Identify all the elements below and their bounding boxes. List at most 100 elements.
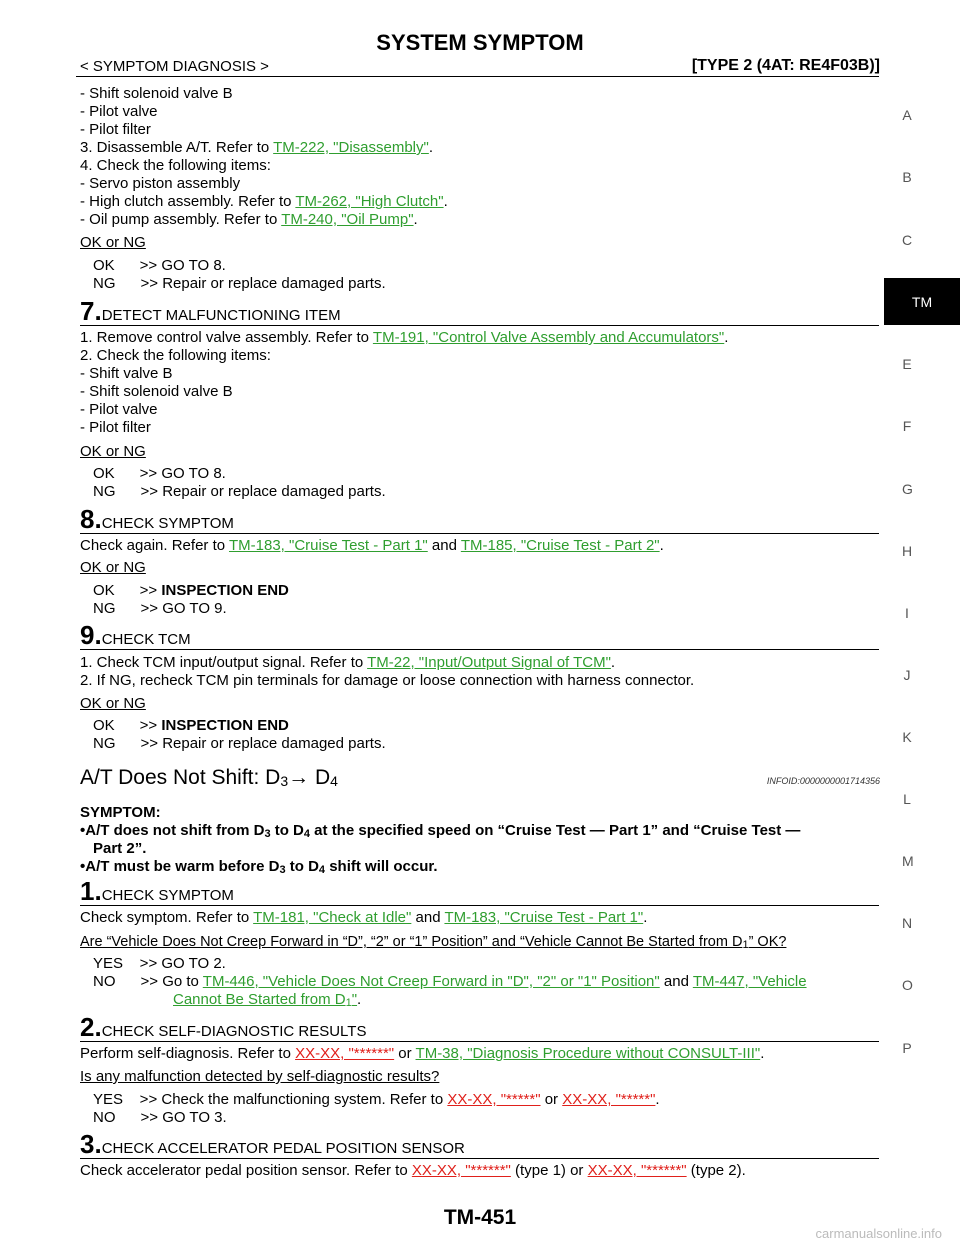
ok-result: OK >> GO TO 8. [93,257,226,274]
step-title: CHECK ACCELERATOR PEDAL POSITION SENSOR [101,1140,465,1157]
reference-link[interactable]: TM-446, "Vehicle Does Not Creep Forward … [202,973,660,990]
symptom-bullet-continued: Part 2”. [93,840,147,857]
reference-link[interactable]: TM-262, "High Clutch" [295,193,444,210]
step-heading: 9.CHECK TCM [80,620,191,651]
reference-link[interactable]: Cannot Be Started from D1" [173,991,358,1009]
ok-result: OK >> GO TO 8. [93,465,226,482]
type-label: [TYPE 2 (4AT: RE4F03B)] [691,57,880,74]
no-result: NO >> Go to TM-446, "Vehicle Does Not Cr… [93,973,807,990]
reference-link[interactable]: TM-191, "Control Valve Assembly and Accu… [372,329,725,346]
reference-link[interactable]: XX-XX, "******" [295,1045,395,1062]
ng-result: NG >> Repair or replace damaged parts. [93,483,386,500]
side-index-k[interactable]: K [902,729,912,745]
side-index-b[interactable]: B [902,169,912,185]
step-title: CHECK SYMPTOM [101,887,234,904]
instruction-text: - Oil pump assembly. Refer to [80,211,282,228]
step-title: DETECT MALFUNCTIONING ITEM [101,307,341,324]
reference-link[interactable]: XX-XX, "*****" [562,1091,656,1108]
reference-link[interactable]: XX-XX, "******" [587,1162,687,1179]
reference-link[interactable]: TM-447, "Vehicle [692,973,807,990]
side-index-l[interactable]: L [903,791,911,807]
page-number: TM-451 [443,1206,517,1229]
item-text: - Pilot filter [80,121,151,138]
step-divider [80,325,879,326]
side-index-tm-active[interactable]: TM [884,278,960,325]
reference-link[interactable]: TM-38, "Diagnosis Procedure without CONS… [415,1045,761,1062]
instruction-text: 1. Remove control valve assembly. Refer … [80,329,373,346]
ok-or-ng-label: OK or NG [80,559,146,576]
step-heading: 1.CHECK SYMPTOM [80,876,234,907]
instruction-text: Check symptom. Refer to [80,909,254,926]
ok-or-ng-label: OK or NG [80,234,146,251]
step-title: CHECK SYMPTOM [101,515,234,532]
step-title: CHECK SELF-DIAGNOSTIC RESULTS [101,1023,367,1040]
step-divider [80,649,879,650]
reference-link[interactable]: XX-XX, "*****" [447,1091,541,1108]
reference-link[interactable]: TM-181, "Check at Idle" [253,909,412,926]
step-heading: 3.CHECK ACCELERATOR PEDAL POSITION SENSO… [80,1129,465,1160]
header-divider [76,76,879,77]
side-index-o[interactable]: O [902,977,913,993]
step-number: 9. [80,620,102,650]
item-text: 4. Check the following items: [80,157,271,174]
instruction-text: Check accelerator pedal position sensor.… [80,1162,412,1179]
reference-link[interactable]: TM-22, "Input/Output Signal of TCM" [367,654,611,671]
step-number: 2. [80,1012,102,1042]
instruction-line: 3. Disassemble A/T. Refer to TM-222, "Di… [80,139,433,156]
reference-link[interactable]: TM-183, "Cruise Test - Part 1" [444,909,644,926]
reference-link[interactable]: TM-222, "Disassembly" [273,139,429,156]
yes-result: YES >> Check the malfunctioning system. … [93,1091,660,1108]
symptom-bullet: •A/T must be warm before D3 to D4 shift … [80,858,438,876]
instruction-text: 1. Check TCM input/output signal. Refer … [80,654,368,671]
side-index-n[interactable]: N [902,915,913,931]
side-index-m[interactable]: M [902,853,914,869]
instruction-text: Perform self-diagnosis. Refer to [80,1045,296,1062]
reference-link[interactable]: TM-185, "Cruise Test - Part 2" [460,537,660,554]
side-index-j[interactable]: J [903,667,911,683]
breadcrumb: < SYMPTOM DIAGNOSIS > [80,58,269,75]
item-text: 2. If NG, recheck TCM pin terminals for … [80,672,695,689]
side-index-p[interactable]: P [902,1040,912,1056]
item-text: - Pilot valve [80,401,158,418]
reference-link[interactable]: TM-183, "Cruise Test - Part 1" [228,537,428,554]
reference-link[interactable]: TM-240, "Oil Pump" [281,211,414,228]
side-index-h[interactable]: H [902,543,913,559]
ok-or-ng-label: OK or NG [80,443,146,460]
step-number: 3. [80,1129,102,1159]
section-title: A/T Does Not Shift: D3→ D4 [80,766,338,789]
step-number: 8. [80,504,102,534]
item-text: - Shift solenoid valve B [80,383,233,400]
instruction-line: Perform self-diagnosis. Refer to XX-XX, … [80,1045,765,1062]
side-index-a[interactable]: A [902,107,912,123]
side-index-c[interactable]: C [902,232,913,248]
side-index-e[interactable]: E [902,356,912,372]
reference-link[interactable]: XX-XX, "******" [411,1162,511,1179]
instruction-line: - High clutch assembly. Refer to TM-262,… [80,193,448,210]
item-text: - Pilot filter [80,419,151,436]
step-title: CHECK TCM [101,631,191,648]
step-heading: 2.CHECK SELF-DIAGNOSTIC RESULTS [80,1012,366,1043]
instruction-line: Check accelerator pedal position sensor.… [80,1162,746,1179]
item-text: 2. Check the following items: [80,347,271,364]
side-index-f[interactable]: F [902,418,912,434]
ng-result: NG >> Repair or replace damaged parts. [93,275,386,292]
side-index-g[interactable]: G [902,481,913,497]
step-divider [80,533,879,534]
instruction-line: 1. Remove control valve assembly. Refer … [80,329,729,346]
question: Is any malfunction detected by self-diag… [80,1068,440,1085]
step-number: 7. [80,296,102,326]
step-heading: 7.DETECT MALFUNCTIONING ITEM [80,296,341,327]
info-id: INFOID:0000000001714356 [766,776,880,786]
instruction-text: 3. Disassemble A/T. Refer to [80,139,274,156]
instruction-text: Check again. Refer to [80,537,229,554]
instruction-line: Check again. Refer to TM-183, "Cruise Te… [80,537,664,554]
step-heading: 8.CHECK SYMPTOM [80,504,234,535]
instruction-text: - High clutch assembly. Refer to [80,193,296,210]
step-divider [80,1158,879,1159]
side-index-i[interactable]: I [905,605,909,621]
item-text: - Shift valve B [80,365,173,382]
symptom-bullet: •A/T does not shift from D3 to D4 at the… [80,822,801,840]
no-result: NO >> GO TO 3. [93,1109,227,1126]
item-text: - Shift solenoid valve B [80,85,233,102]
item-text: - Pilot valve [80,103,158,120]
